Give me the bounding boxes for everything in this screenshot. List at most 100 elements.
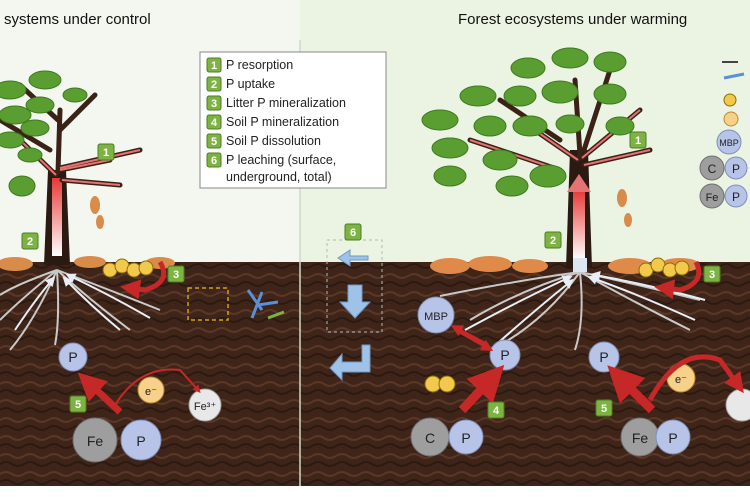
svg-text:5: 5 [75, 399, 81, 411]
tree-leaves-left [0, 70, 88, 197]
soil-p-left: P [58, 342, 88, 372]
leaching-column: 6 [326, 223, 383, 382]
svg-text:4: 4 [211, 117, 218, 129]
svg-text:Fe: Fe [706, 192, 719, 204]
svg-text:4: 4 [493, 405, 500, 417]
svg-text:6: 6 [211, 155, 217, 167]
svg-text:6: 6 [350, 227, 356, 239]
title-right: Forest ecosystems under warming [458, 11, 687, 28]
fe-left: Fe [72, 417, 118, 463]
side-legend-root-icon [723, 72, 745, 80]
badge-4-right: 4 [487, 401, 505, 419]
soil-p-right-top: P [588, 341, 620, 373]
badge-2-left: 2 [21, 232, 39, 250]
soil-p-right-mid: P [489, 339, 521, 371]
svg-text:C: C [425, 430, 435, 446]
svg-text:3: 3 [709, 269, 715, 281]
svg-text:Fe: Fe [632, 430, 649, 446]
badge-5-right: 5 [595, 399, 613, 417]
bottom-margin [0, 486, 750, 500]
badge-1-right: 1 [629, 131, 647, 149]
c-p-right: P [448, 419, 484, 455]
svg-text:3: 3 [211, 98, 217, 110]
litter-microbes-left [102, 258, 154, 278]
leach-down-arrow [338, 284, 372, 319]
badge-1-left: 1 [97, 143, 115, 161]
svg-text:P: P [732, 190, 740, 204]
svg-text:MBP: MBP [719, 138, 739, 148]
svg-text:P: P [732, 162, 740, 176]
badge-2-right: 2 [544, 231, 562, 249]
fe-p-right: P [655, 419, 691, 455]
svg-text:2: 2 [550, 235, 556, 247]
title-left: systems under control [4, 11, 151, 28]
root-junction-right [573, 258, 587, 272]
microbe-cluster-left [246, 289, 279, 319]
svg-text:5: 5 [601, 403, 607, 415]
c-right: C [410, 417, 450, 457]
legend-badge-1: 1 [206, 57, 222, 73]
side-legend-microbe-icon [723, 93, 737, 107]
legend-item-6: P leaching (surface, [226, 153, 336, 167]
legend-item-1: P resorption [226, 58, 293, 72]
side-legend-c: C [699, 155, 725, 181]
leach-total-arrow [329, 344, 371, 382]
svg-text:2: 2 [211, 79, 217, 91]
side-legend-fe: Fe [699, 183, 725, 209]
falling-leaves-left [90, 196, 104, 229]
legend-item-3: Litter P mineralization [226, 96, 346, 110]
svg-text:1: 1 [211, 60, 217, 72]
svg-text:3: 3 [173, 269, 179, 281]
dissolution-arrow-left [77, 372, 123, 415]
svg-text:Fe³⁺: Fe³⁺ [194, 401, 217, 413]
uptake-arrow-left [52, 178, 62, 256]
svg-text:P: P [599, 349, 608, 365]
svg-text:C: C [708, 162, 717, 176]
falling-leaves-right [617, 189, 632, 227]
svg-text:e⁻: e⁻ [675, 374, 687, 386]
side-legend-p1: P [724, 156, 748, 180]
leach-left-arrow [337, 249, 369, 267]
electron-arrow-left [114, 368, 201, 406]
fe-right: Fe [620, 417, 660, 457]
svg-text:e⁻: e⁻ [145, 386, 157, 398]
legend-item-4: Soil P mineralization [226, 115, 339, 129]
svg-text:1: 1 [635, 135, 641, 147]
svg-text:5: 5 [211, 136, 217, 148]
legend-badge-3: 3 [206, 95, 222, 111]
side-legend-p3: P [724, 184, 748, 208]
fe3-left: Fe³⁺ [188, 388, 222, 422]
badge-3-left: 3 [167, 265, 185, 283]
dissolution-arrow-right [607, 365, 656, 414]
uptake-arrow-right [573, 190, 585, 260]
fe-p-left: P [120, 419, 162, 461]
microbe-green-left [267, 310, 285, 320]
mbp-right: MBP [417, 296, 455, 334]
legend-item-6-cont: underground, total) [226, 170, 332, 184]
badge-6-mid: 6 [344, 223, 362, 241]
svg-text:2: 2 [27, 236, 33, 248]
litter-microbes-right [638, 257, 690, 278]
svg-text:P: P [136, 433, 145, 449]
uptake-arrowhead-right [567, 174, 591, 192]
legend-item-2: P uptake [226, 77, 275, 91]
litter-mineralization-arrow-right [654, 260, 702, 300]
svg-text:1: 1 [103, 147, 109, 159]
svg-text:Fe: Fe [87, 433, 104, 449]
side-legend: MBP C P Fe P [699, 61, 748, 209]
electron-left: e⁻ [137, 376, 165, 404]
badge-5-left: 5 [69, 395, 87, 413]
svg-text:P: P [500, 347, 509, 363]
electron-arrow-right [647, 354, 744, 402]
litter-mineralization-arrow-left [120, 260, 167, 300]
side-legend-mbp: MBP [716, 129, 742, 155]
legend-badge-6: 6 [206, 152, 222, 168]
legend-badge-5: 5 [206, 133, 222, 149]
side-legend-electron-icon [723, 111, 739, 127]
svg-text:P: P [461, 430, 470, 446]
mbp-exchange-arrow-back-right [450, 325, 489, 347]
badge-3-right: 3 [703, 265, 721, 283]
legend-item-5: Soil P dissolution [226, 134, 321, 148]
